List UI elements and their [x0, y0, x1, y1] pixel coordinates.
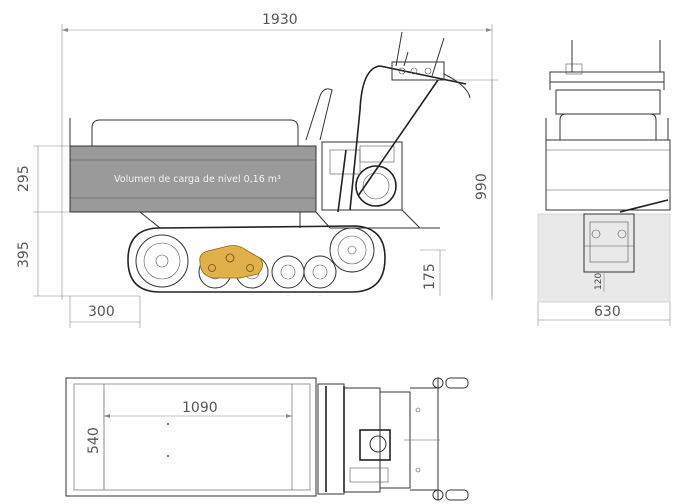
- side-view: 1930 295 395 990 175 300 Volumen de carg…: [16, 12, 498, 328]
- dim-overall-height: 990: [474, 173, 490, 200]
- dim-ground-clearance: 175: [422, 263, 438, 290]
- dim-overall-length: 1930: [262, 12, 298, 28]
- dump-box: [69, 145, 317, 213]
- dim-width-front: 630: [594, 304, 621, 320]
- dim-box-width: 540: [86, 427, 102, 454]
- top-view: 1090 540: [65, 377, 469, 501]
- dim-chassis-height: 395: [16, 241, 32, 268]
- handle-frame: [349, 65, 467, 211]
- engine-block: [321, 141, 403, 211]
- dim-rear-overhang: 300: [88, 304, 115, 320]
- load-volume-label: Volumen de carga de nivel 0,16 m³: [114, 174, 281, 185]
- top-box: [65, 377, 317, 497]
- dim-track-detail: 120: [594, 273, 604, 290]
- dim-box-length: 1090: [182, 400, 218, 416]
- dim-box-height: 295: [16, 165, 32, 192]
- front-view: 120 630: [537, 40, 671, 326]
- track-outline: [127, 225, 386, 293]
